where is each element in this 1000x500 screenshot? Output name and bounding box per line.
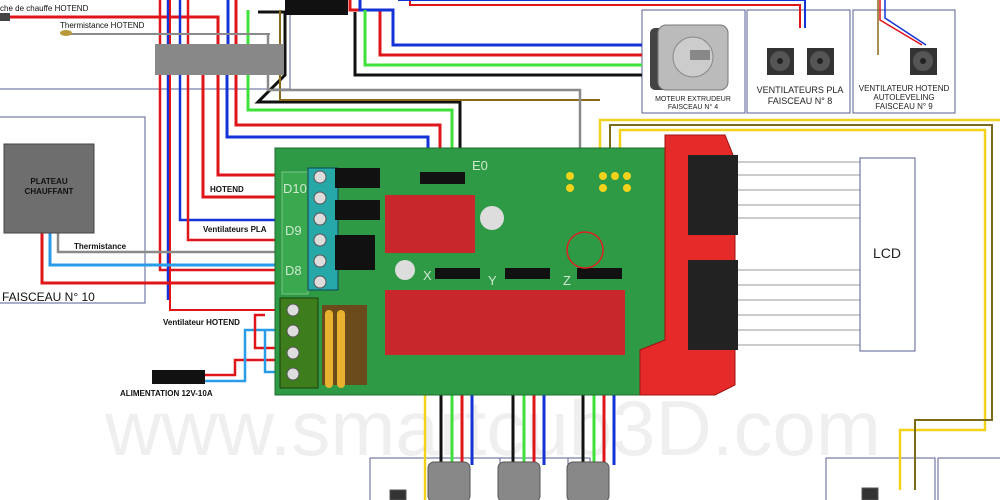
power-supply-label: ALIMENTATION 12V-10A [120,389,213,398]
stepper-motor-icon [427,461,471,500]
lcd-connector-exp2 [688,260,738,350]
heated-bed-label: PLATEAU [30,177,67,186]
hotend-fan-label: VENTILATEUR HOTEND [859,84,950,93]
power-output-terminal [307,167,339,291]
extruder-motor-label: MOTEUR EXTRUDEUR [655,96,731,103]
board-label-y: Y [488,273,497,288]
top-connector [285,0,348,15]
board-label-d8: D8 [285,263,302,278]
pla-fans-label: VENTILATEURS PLA [757,85,844,95]
heater-hotend-label: che de chauffe HOTEND [0,4,89,13]
board-label-d10: D10 [283,181,307,196]
stepper-motor-icon [497,461,541,500]
pla-fans-harness: FAISCEAU N° 8 [768,96,833,106]
fans-pla-label: Ventilateurs PLA [203,225,267,234]
board-label-z: Z [563,273,571,288]
board-label-e0: E0 [472,158,488,173]
heater-cartridge-icon [0,13,10,21]
board-label-x: X [423,268,432,283]
lcd-connector-exp1 [688,155,738,235]
fan-hotend-label: Ventilateur HOTEND [163,318,240,327]
power-supply-icon [152,370,205,384]
harness-10-label: FAISCEAU N° 10 [2,290,95,304]
hotend-fan-harness: FAISCEAU N° 9 [875,102,933,111]
stepper-driver-z [545,290,625,355]
heated-bed-label-2: CHAUFFANT [25,187,74,196]
thermistor-icon [60,30,72,36]
heated-bed [3,143,95,234]
board-label-d9: D9 [285,223,302,238]
stepper-driver-y [465,290,545,355]
endstop-icon [389,489,407,500]
hotend-label: HOTEND [210,185,244,194]
fan-icon [910,48,937,75]
watermark: www.smartcub3D.com [104,384,881,472]
harness-connector-block [155,44,283,75]
extruder-motor-harness: FAISCEAU N° 4 [668,103,718,111]
fan-icon [767,48,794,75]
endstop-icon [861,487,879,500]
stepper-motor-icon [566,461,610,500]
ramps-board: D10 D9 D8 E0 X Y Z [274,147,666,396]
thermistor-bed-label: Thermistance [74,242,127,251]
fan-icon [807,48,834,75]
hotend-fan-label-2: AUTOLEVELING [873,93,934,102]
lcd-label: LCD [873,245,901,261]
thermistor-hotend-label: Thermistance HOTEND [60,21,145,30]
stepper-driver-x [385,290,465,355]
stepper-driver-e0 [385,195,475,253]
lcd-display [859,157,916,352]
